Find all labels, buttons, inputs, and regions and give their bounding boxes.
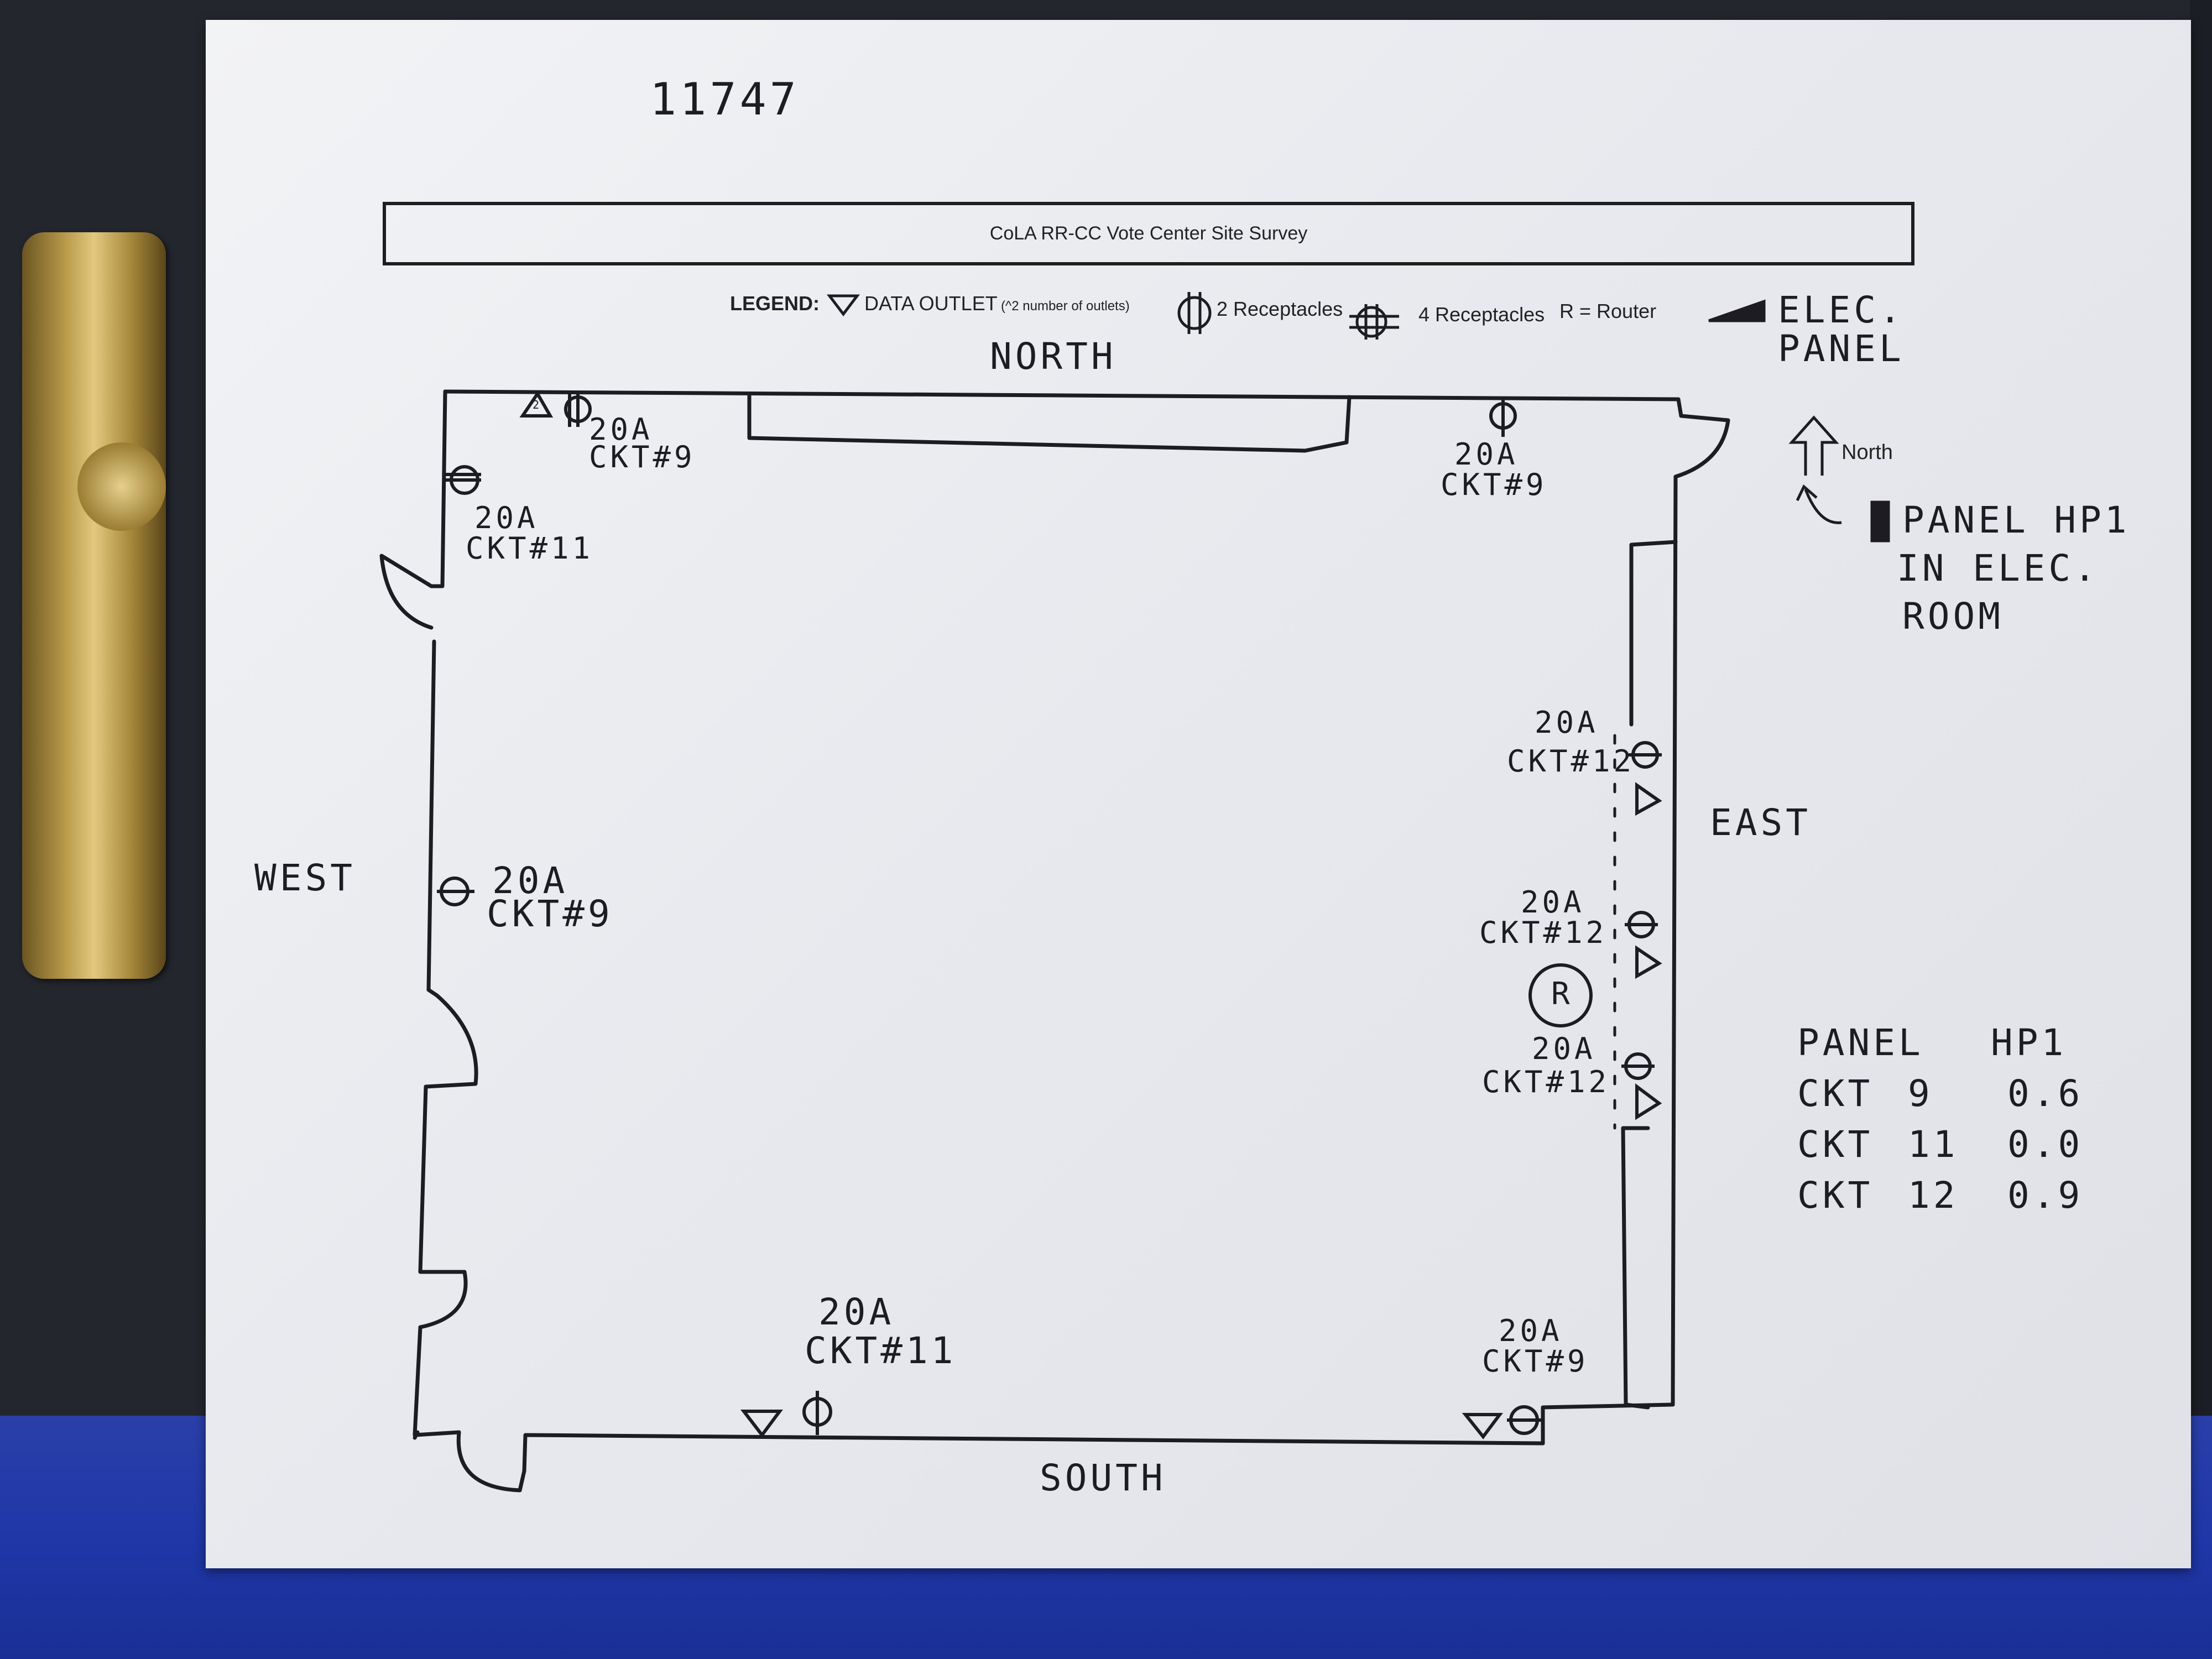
table-title: PANEL <box>1797 1021 1924 1064</box>
outlet-circuit: CKT#11 <box>805 1329 957 1372</box>
outlet-amps: 20A <box>818 1291 895 1333</box>
router-label: R <box>1551 976 1570 1012</box>
table-cell-ckt: CKT <box>1797 1072 1874 1115</box>
legend-two-receptacles: 2 Receptacles <box>1217 298 1343 320</box>
legend-triangle-icon <box>826 294 860 317</box>
west-wall-bottom <box>413 1325 461 1437</box>
data-outlet-icon <box>1635 945 1662 979</box>
direction-north: NORTH <box>990 335 1117 378</box>
south-east-step <box>1541 1402 1675 1446</box>
receptacle-icon <box>1507 1405 1543 1435</box>
outlet-circuit: CKT#12 <box>1507 744 1635 779</box>
router-icon <box>1528 963 1593 1027</box>
table-cell-load: 0.9 <box>2007 1174 2084 1217</box>
legend-elec-panel-icon <box>1708 299 1766 322</box>
panel-load-table: PANEL HP1 CKT 9 0.6 CKT 11 0.0 CKT 12 0.… <box>1797 1018 2090 1221</box>
table-cell-load: 0.6 <box>2007 1072 2084 1115</box>
panel-note-line3: ROOM <box>1902 595 2004 638</box>
outlet-amps: 20A <box>474 500 539 535</box>
legend-receptacle-4-icon <box>1349 304 1399 340</box>
data-outlet-icon <box>740 1410 783 1438</box>
outlet-amps: 20A <box>589 412 653 447</box>
east-cabinet-lower <box>1621 1126 1650 1410</box>
data-outlet-icon <box>1462 1413 1503 1439</box>
direction-east: EAST <box>1710 801 1811 844</box>
outlet-amps: 20A <box>1499 1313 1563 1348</box>
page-number: 11747 <box>650 74 800 125</box>
table-title-row: PANEL HP1 <box>1797 1018 2090 1068</box>
west-wall-low <box>418 1084 468 1329</box>
legend-router: R = Router <box>1559 300 1657 322</box>
clip-hinge <box>77 442 166 531</box>
direction-west: WEST <box>254 857 356 899</box>
table-row: CKT 12 0.9 <box>1797 1170 2090 1221</box>
receptacle-icon <box>1629 741 1662 769</box>
data-outlet-icon <box>1635 1083 1662 1120</box>
outlet-circuit: CKT#12 <box>1482 1065 1610 1099</box>
receptacle-icon <box>1625 911 1658 938</box>
table-row: CKT 11 0.0 <box>1797 1119 2090 1170</box>
legend-elec-panel-line1: ELEC. <box>1778 289 1905 331</box>
pointer-arrow-icon <box>1796 484 1842 524</box>
outlet-amps: 20A <box>1521 885 1585 920</box>
receptacle-icon <box>1621 1052 1655 1080</box>
survey-sheet <box>206 20 2191 1568</box>
sw-door <box>456 1430 526 1493</box>
east-cabinet-upper <box>1629 540 1678 727</box>
table-title-panel-id: HP1 <box>1991 1021 2067 1064</box>
table-cell-ckt: CKT <box>1797 1123 1874 1166</box>
table-cell-num: 9 <box>1908 1072 1933 1115</box>
panel-note-line1: PANEL HP1 <box>1902 499 2130 541</box>
panel-marker-icon <box>1870 500 1890 542</box>
south-wall <box>522 1433 1545 1473</box>
legend-elec-panel-line2: PANEL <box>1778 327 1905 370</box>
table-row: CKT 9 0.6 <box>1797 1068 2090 1119</box>
outlet-circuit: CKT#9 <box>589 440 696 474</box>
west-wall-top <box>429 389 447 588</box>
receptacle-icon <box>802 1391 832 1435</box>
receptacle-icon <box>564 392 592 427</box>
north-window-recess <box>747 392 1352 453</box>
north-east-corner <box>1673 397 1730 479</box>
receptacle-icon <box>437 877 474 906</box>
clipboard-clip <box>22 232 166 979</box>
table-cell-ckt: CKT <box>1797 1174 1874 1217</box>
survey-title-text: CoLA RR-CC Vote Center Site Survey <box>989 223 1308 244</box>
west-door-top <box>379 554 434 630</box>
north-arrow-label: North <box>1841 441 1893 464</box>
table-cell-num: 12 <box>1908 1174 1959 1217</box>
east-wall <box>1671 474 1678 1407</box>
outlet-circuit: CKT#11 <box>466 531 594 566</box>
outlet-circuit: CKT#12 <box>1479 915 1608 950</box>
legend-four-receptacles: 4 Receptacles <box>1418 303 1545 326</box>
outlet-amps: 20A <box>1532 1031 1596 1066</box>
direction-south: SOUTH <box>1040 1457 1166 1499</box>
receptacle-icon <box>445 465 481 495</box>
legend: LEGEND: DATA OUTLET (^2 number of outlet… <box>730 288 1947 337</box>
west-door-mid <box>424 993 478 1089</box>
north-arrow-icon <box>1788 415 1839 476</box>
outlet-circuit: CKT#9 <box>1441 467 1547 502</box>
outlet-circuit: CKT#9 <box>487 893 613 935</box>
west-wall-mid <box>426 639 439 998</box>
legend-data-outlet: DATA OUTLET <box>864 292 998 315</box>
data-outlet-icon <box>1635 782 1662 816</box>
outlet-amps: 20A <box>1454 437 1519 472</box>
table-cell-load: 0.0 <box>2007 1123 2084 1166</box>
outlet-amps: 20A <box>492 859 568 902</box>
legend-label: LEGEND: <box>730 292 820 315</box>
north-wall <box>443 389 1681 401</box>
table-cell-num: 11 <box>1908 1123 1959 1166</box>
outlet-amps: 20A <box>1535 705 1599 740</box>
legend-receptacle-2-icon <box>1177 292 1212 334</box>
legend-data-outlet-note: (^2 number of outlets) <box>1001 299 1130 314</box>
data-outlet-icon <box>519 390 554 418</box>
data-outlet-count: 2 <box>533 398 540 411</box>
receptacle-icon <box>1489 399 1517 437</box>
survey-title: CoLA RR-CC Vote Center Site Survey <box>383 202 1914 265</box>
panel-note-line2: IN ELEC. <box>1897 547 2099 589</box>
outlet-circuit: CKT#9 <box>1482 1344 1589 1379</box>
